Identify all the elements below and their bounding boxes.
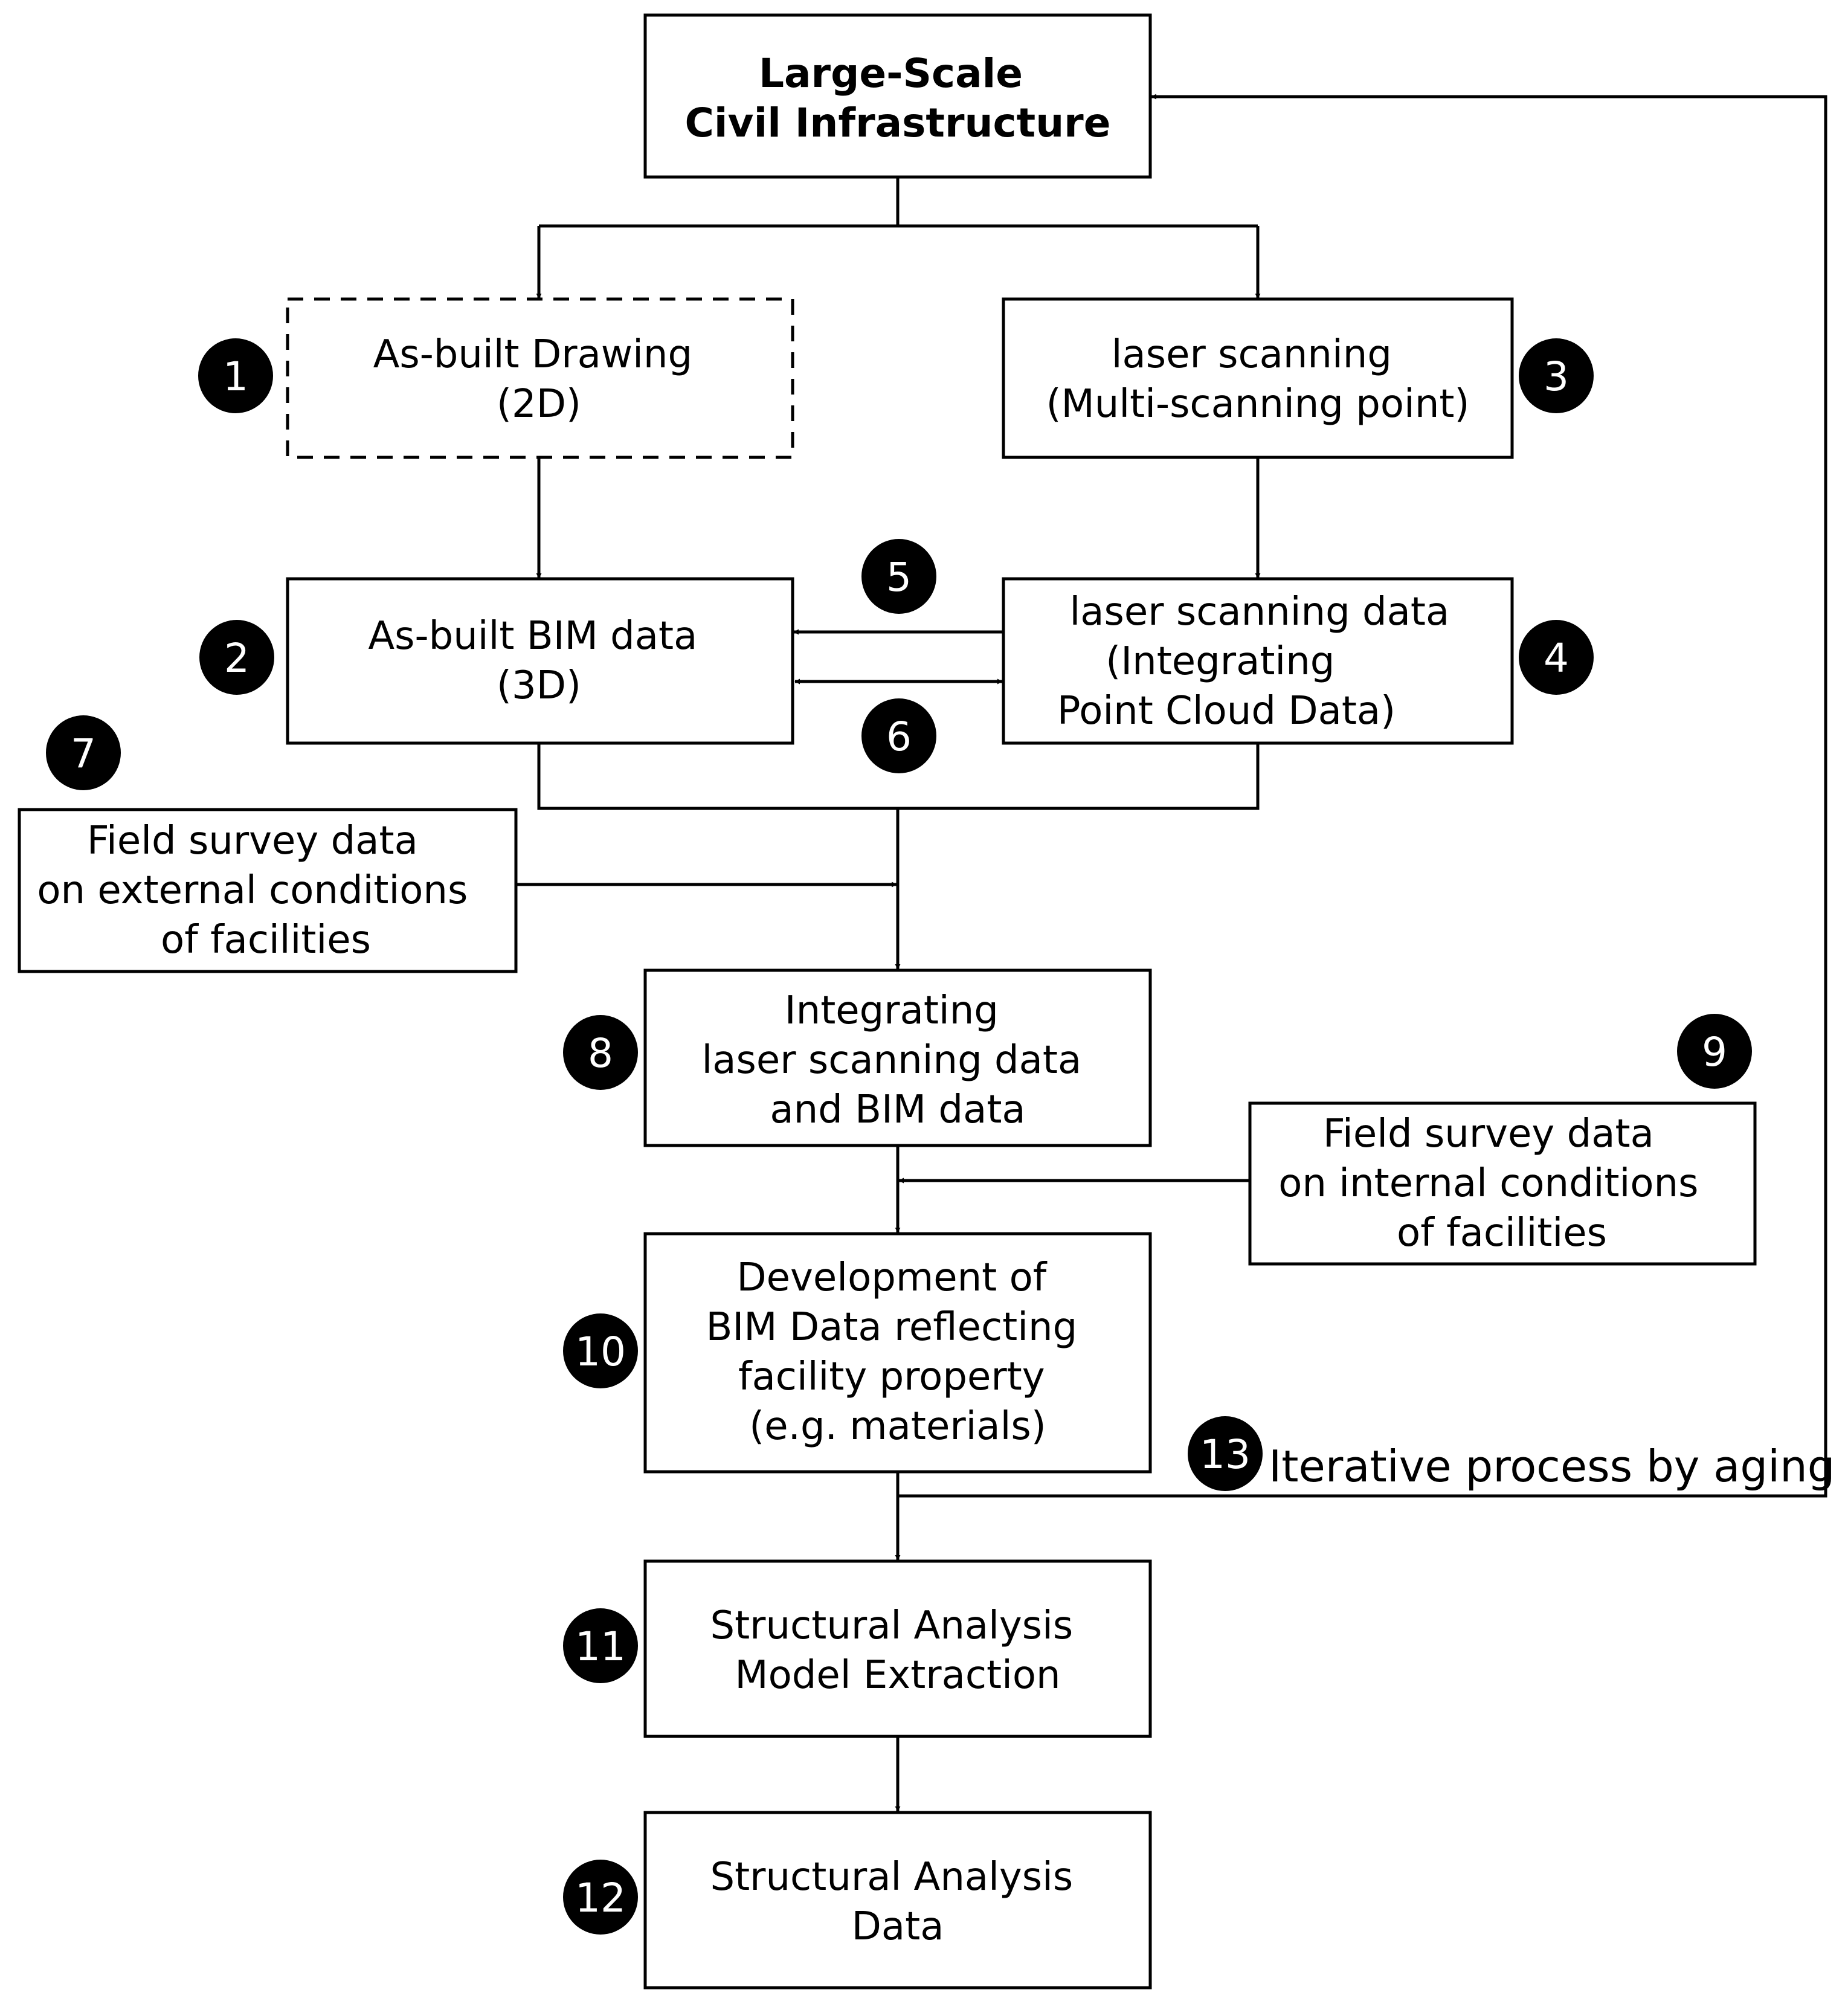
development-line-3: facility property [738, 1355, 1045, 1399]
development-line-2: BIM Data reflecting [706, 1305, 1077, 1350]
box-field-external: Field survey data on external conditions… [18, 808, 518, 973]
arrow-iterative-loop [898, 94, 1827, 1498]
svg-text:laser scanning (Multi-sc: laser scanning (Multi-scanning point) [1046, 332, 1470, 427]
marker-12: 12 [563, 1860, 638, 1935]
marker-7-label: 7 [71, 730, 96, 777]
infrastructure-line-2: Civil Infrastructure [685, 100, 1111, 146]
svg-text:Structural Analysis Data: Structural Analysis Data [710, 1855, 1085, 1949]
svg-text:Structural Analysis Mode: Structural Analysis Model Extraction [710, 1603, 1085, 1698]
box-structural-data: Structural Analysis Data [643, 1811, 1152, 1990]
structural-data-line-2: Data [852, 1904, 944, 1949]
asbuilt-drawing-line-1: As-built Drawing [373, 332, 693, 377]
marker-1-label: 1 [223, 353, 248, 400]
box-asbuilt-drawing: As-built Drawing (2D) [286, 297, 794, 459]
integrating-line-1: Integrating [785, 988, 999, 1033]
svg-text:As-built BIM data (3D): As-built BIM data (3D) [368, 614, 709, 708]
marker-4: 4 [1519, 620, 1594, 695]
bim-data-line-2: (3D) [497, 663, 581, 708]
marker-4-label: 4 [1544, 635, 1569, 682]
box-integrating: Integrating laser scanning data and BIM … [643, 968, 1152, 1147]
marker-9: 9 [1677, 1014, 1752, 1089]
connectors [516, 94, 1827, 1812]
laser-data-line-2: (Integrating [1106, 639, 1334, 684]
bim-data-line-1: As-built BIM data [368, 614, 697, 659]
marker-3-label: 3 [1544, 353, 1569, 400]
svg-text:Field survey data on int: Field survey data on internal conditions… [1278, 1112, 1711, 1255]
field-external-line-2: on external conditions [37, 868, 468, 913]
marker-2-label: 2 [224, 635, 250, 682]
structural-model-line-2: Model Extraction [735, 1653, 1060, 1698]
marker-12-label: 12 [575, 1875, 626, 1921]
field-internal-line-2: on internal conditions [1278, 1161, 1698, 1206]
box-development: Development of BIM Data reflecting facil… [643, 1232, 1152, 1474]
box-laser-scanning: laser scanning (Multi-scanning point) [1002, 297, 1514, 459]
marker-13-label: 13 [1200, 1431, 1251, 1478]
box-structural-model: Structural Analysis Model Extraction [643, 1559, 1152, 1738]
box-bim-data: As-built BIM data (3D) [286, 577, 794, 745]
integrating-line-3: and BIM data [770, 1088, 1025, 1132]
field-external-line-1: Field survey data [87, 819, 418, 863]
laser-data-line-3: Point Cloud Data) [1057, 689, 1396, 733]
development-line-1: Development of [736, 1255, 1047, 1300]
marker-11-label: 11 [575, 1623, 626, 1670]
marker-2: 2 [199, 620, 274, 695]
svg-text:Large-Scale Civil Infras: Large-Scale Civil Infrastructure [685, 50, 1111, 146]
box-infrastructure: Large-Scale Civil Infrastructure [643, 13, 1152, 179]
laser-scanning-line-2: (Multi-scanning point) [1046, 382, 1470, 427]
development-line-4: (e.g. materials) [749, 1404, 1046, 1449]
marker-3: 3 [1519, 338, 1594, 413]
integrating-line-2: laser scanning data [701, 1038, 1081, 1083]
laser-scanning-line-1: laser scanning [1112, 332, 1392, 377]
marker-7: 7 [46, 715, 121, 790]
svg-text:Integrating laser scanni: Integrating laser scanning data and BIM … [701, 988, 1093, 1132]
box-field-internal: Field survey data on internal conditions… [1248, 1101, 1757, 1266]
marker-8-label: 8 [588, 1030, 613, 1077]
box-laser-data: laser scanning data (Integrating Point C… [1002, 577, 1514, 745]
field-internal-line-1: Field survey data [1323, 1112, 1654, 1156]
marker-5: 5 [861, 539, 936, 614]
marker-13: 13 [1188, 1416, 1263, 1491]
marker-6: 6 [861, 698, 936, 773]
marker-5-label: 5 [886, 554, 912, 601]
connector-top-left [539, 177, 900, 228]
svg-text:Development of BIM Data: Development of BIM Data reflecting facil… [706, 1255, 1089, 1449]
field-internal-line-3: of facilities [1397, 1211, 1607, 1255]
laser-data-line-1: laser scanning data [1069, 590, 1449, 634]
svg-text:As-built Drawing (2D): As-built Drawing (2D) [373, 332, 705, 427]
asbuilt-drawing-line-2: (2D) [497, 382, 581, 427]
marker-6-label: 6 [886, 714, 912, 760]
structural-data-line-1: Structural Analysis [710, 1855, 1073, 1899]
marker-10-label: 10 [575, 1329, 626, 1375]
svg-text:Field survey data on ext: Field survey data on external conditions… [37, 819, 480, 962]
marker-10: 10 [563, 1313, 638, 1388]
marker-9-label: 9 [1702, 1029, 1727, 1075]
structural-model-line-1: Structural Analysis [710, 1603, 1073, 1648]
field-external-line-3: of facilities [161, 918, 371, 962]
marker-1: 1 [198, 338, 273, 413]
marker-11: 11 [563, 1608, 638, 1683]
infrastructure-line-1: Large-Scale [759, 50, 1023, 97]
iterative-process-label: Iterative process by aging [1269, 1441, 1835, 1492]
svg-text:laser scanning data (Int: laser scanning data (Integrating Point C… [1057, 590, 1462, 733]
marker-8: 8 [563, 1015, 638, 1090]
